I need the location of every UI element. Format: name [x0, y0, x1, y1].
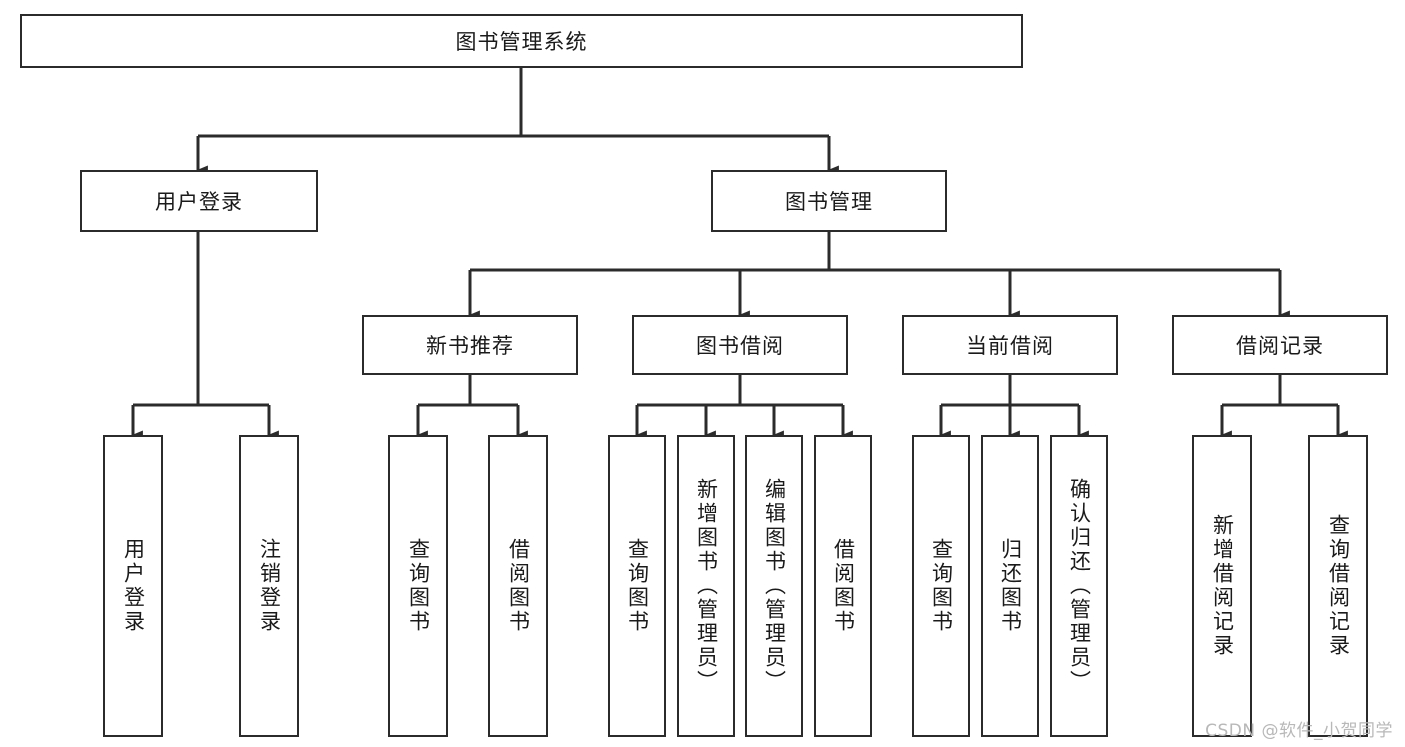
node-leaf-logout-label: 注销登录 [257, 538, 282, 634]
node-new-book-recommend-label: 新书推荐 [426, 334, 514, 358]
node-current-borrow[interactable]: 当前借阅 [902, 315, 1118, 375]
node-user-login-label: 用户登录 [155, 190, 243, 214]
node-leaf-bb-edit-book-label: 编辑图书（管理员） [762, 478, 787, 694]
node-leaf-cb-query-book-label: 查询图书 [929, 538, 954, 634]
node-leaf-cb-return-book[interactable]: 归还图书 [981, 435, 1039, 737]
node-book-manage[interactable]: 图书管理 [711, 170, 947, 232]
node-leaf-user-login[interactable]: 用户登录 [103, 435, 163, 737]
node-leaf-cb-query-book[interactable]: 查询图书 [912, 435, 970, 737]
node-leaf-br-add-record-label: 新增借阅记录 [1210, 514, 1235, 658]
node-book-borrow-label: 图书借阅 [696, 334, 784, 358]
node-leaf-user-login-label: 用户登录 [121, 538, 146, 634]
node-leaf-nb-query-book-label: 查询图书 [406, 538, 431, 634]
node-root-label: 图书管理系统 [455, 30, 588, 54]
node-leaf-bb-edit-book[interactable]: 编辑图书（管理员） [745, 435, 803, 737]
node-leaf-nb-borrow-book-label: 借阅图书 [506, 538, 531, 634]
node-root[interactable]: 图书管理系统 [20, 14, 1023, 68]
node-current-borrow-label: 当前借阅 [966, 334, 1054, 358]
node-leaf-br-query-record-label: 查询借阅记录 [1326, 514, 1351, 658]
node-leaf-nb-query-book[interactable]: 查询图书 [388, 435, 448, 737]
csdn-watermark: CSDN @软件_小贺同学 [1205, 721, 1393, 741]
node-leaf-br-add-record[interactable]: 新增借阅记录 [1192, 435, 1252, 737]
node-leaf-cb-return-book-label: 归还图书 [998, 538, 1023, 634]
node-leaf-cb-confirm-return[interactable]: 确认归还（管理员） [1050, 435, 1108, 737]
node-leaf-logout[interactable]: 注销登录 [239, 435, 299, 737]
node-book-borrow[interactable]: 图书借阅 [632, 315, 848, 375]
node-new-book-recommend[interactable]: 新书推荐 [362, 315, 578, 375]
node-leaf-nb-borrow-book[interactable]: 借阅图书 [488, 435, 548, 737]
node-leaf-bb-add-book[interactable]: 新增图书（管理员） [677, 435, 735, 737]
node-leaf-cb-confirm-return-label: 确认归还（管理员） [1067, 478, 1092, 694]
node-leaf-bb-query-book[interactable]: 查询图书 [608, 435, 666, 737]
node-book-manage-label: 图书管理 [785, 190, 873, 214]
node-leaf-bb-borrow-book[interactable]: 借阅图书 [814, 435, 872, 737]
node-leaf-bb-query-book-label: 查询图书 [625, 538, 650, 634]
node-leaf-bb-borrow-book-label: 借阅图书 [831, 538, 856, 634]
node-user-login[interactable]: 用户登录 [80, 170, 318, 232]
node-leaf-br-query-record[interactable]: 查询借阅记录 [1308, 435, 1368, 737]
node-borrow-record-label: 借阅记录 [1236, 334, 1324, 358]
node-borrow-record[interactable]: 借阅记录 [1172, 315, 1388, 375]
node-leaf-bb-add-book-label: 新增图书（管理员） [694, 478, 719, 694]
